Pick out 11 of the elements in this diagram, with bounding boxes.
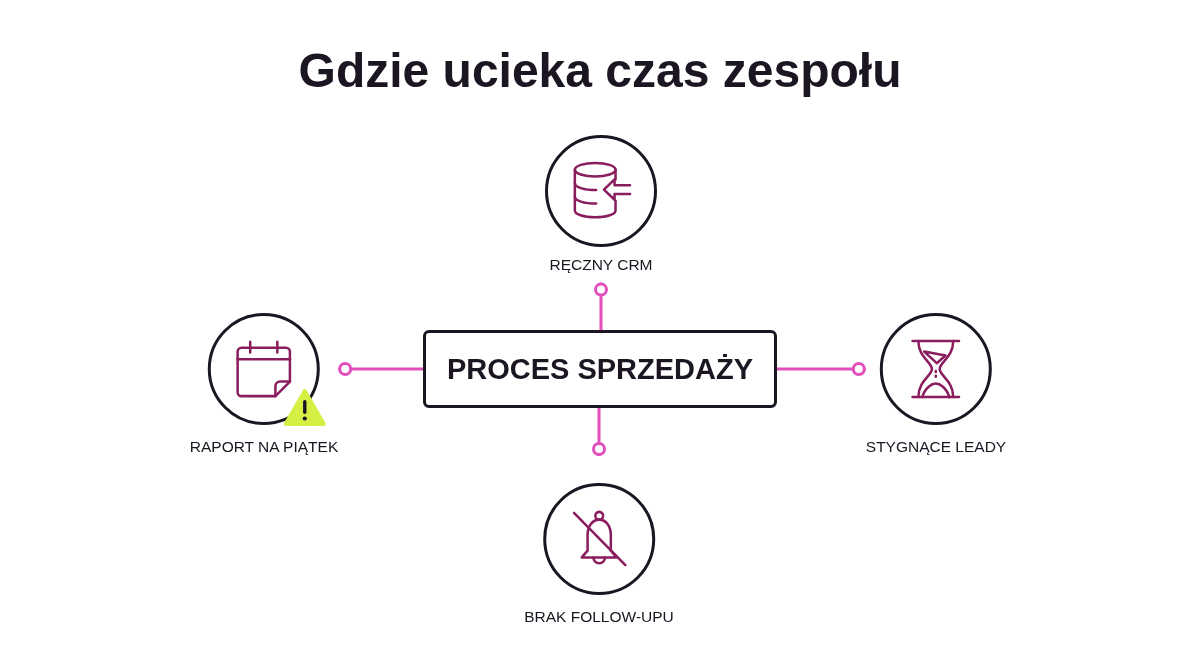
connector-line [338,362,423,376]
node-label: BRAK FOLLOW-UPU [524,608,674,627]
node-label: RĘCZNY CRM [549,256,653,275]
connector-line [592,408,606,456]
process-label: PROCES SPRZEDAŻY [446,351,754,387]
connector-line [594,282,608,330]
node-label: STYGNĄCE LEADY [865,438,1007,457]
diagram-title: Gdzie ucieka czas zespołu [298,43,902,99]
node-label: RAPORT NA PIĄTEK [189,438,339,457]
connector-line [777,362,866,376]
process-box [423,330,777,408]
